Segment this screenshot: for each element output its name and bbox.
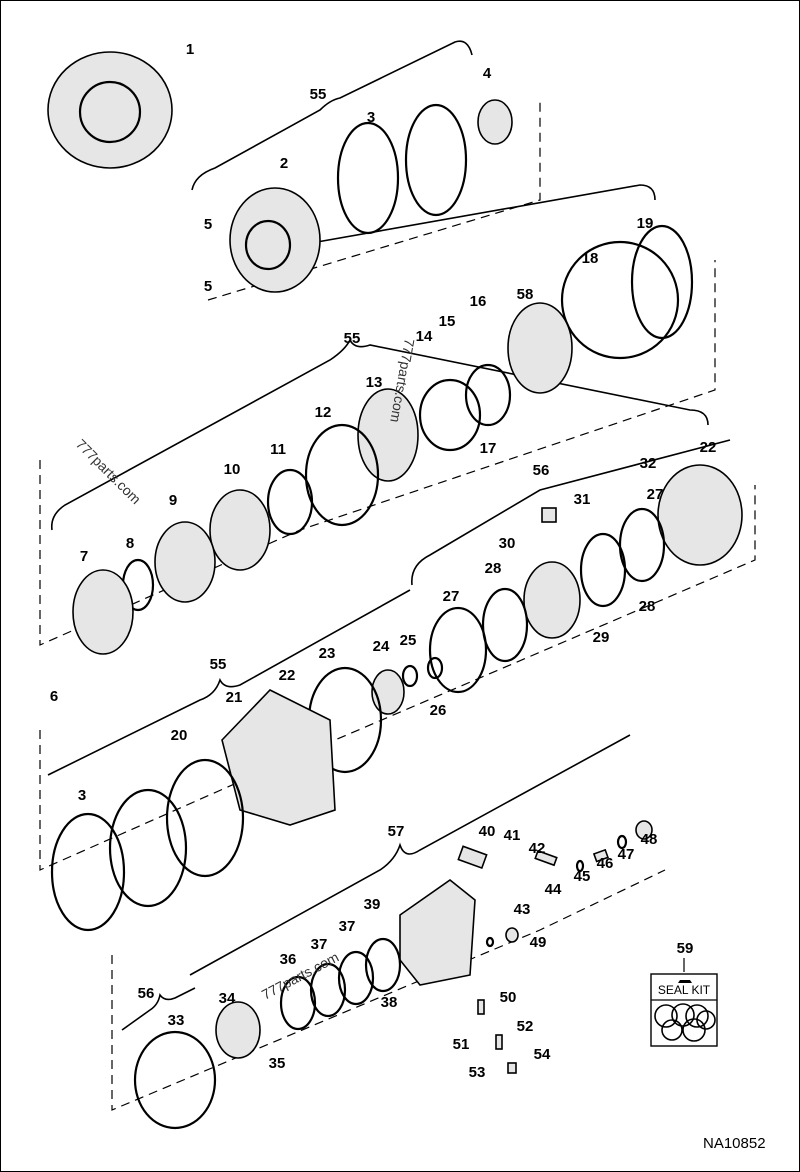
callout-13: 13	[366, 374, 383, 391]
callout-18: 18	[582, 250, 599, 267]
callout-22: 22	[700, 439, 717, 456]
drawing-number: NA10852	[703, 1135, 766, 1152]
callout-30: 30	[499, 535, 516, 552]
callout-27: 27	[647, 486, 664, 503]
callout-10: 10	[224, 461, 241, 478]
callout-17: 17	[480, 440, 497, 457]
parts-drawing	[39, 40, 756, 1130]
callout-12: 12	[315, 404, 332, 421]
callout-37: 37	[339, 918, 356, 935]
callout-45: 45	[574, 868, 591, 885]
callout-27: 27	[443, 588, 460, 605]
callout-40: 40	[479, 823, 496, 840]
callout-5: 5	[204, 278, 212, 295]
callout-50: 50	[500, 989, 517, 1006]
callout-2: 2	[280, 155, 288, 172]
callout-26: 26	[430, 702, 447, 719]
callout-6: 6	[50, 688, 58, 705]
callout-9: 9	[169, 492, 177, 509]
callout-19: 19	[637, 215, 654, 232]
callout-46: 46	[597, 855, 614, 872]
callout-14: 14	[416, 328, 433, 345]
callout-23: 23	[319, 645, 336, 662]
callout-25: 25	[400, 632, 417, 649]
callout-11: 11	[270, 441, 286, 458]
callout-32: 32	[640, 455, 657, 472]
callout-33: 33	[168, 1012, 185, 1029]
callout-49: 49	[530, 934, 547, 951]
callout-52: 52	[517, 1018, 534, 1035]
callout-59: 59	[677, 940, 694, 957]
callout-31: 31	[574, 491, 591, 508]
callout-39: 39	[364, 896, 381, 913]
callout-16: 16	[470, 293, 487, 310]
callout-15: 15	[439, 313, 456, 330]
callout-47: 47	[618, 846, 635, 863]
watermark: 777parts.com	[259, 949, 341, 1003]
callout-42: 42	[529, 840, 546, 857]
callout-57: 57	[388, 823, 405, 840]
callout-43: 43	[514, 901, 531, 918]
callout-54: 54	[534, 1046, 551, 1063]
callout-labels: 1554325519185816151413551211101798762232…	[50, 41, 717, 1081]
callout-56: 56	[533, 462, 550, 479]
callout-24: 24	[373, 638, 390, 655]
callout-3: 3	[367, 109, 375, 126]
callout-36: 36	[280, 951, 297, 968]
seal-kit-label: SEAL KIT	[658, 983, 711, 997]
callout-28: 28	[639, 598, 656, 615]
callout-5: 5	[204, 216, 212, 233]
callout-35: 35	[269, 1055, 286, 1072]
callout-1: 1	[186, 41, 194, 58]
callout-56: 56	[138, 985, 155, 1002]
callout-55: 55	[210, 656, 227, 673]
callout-51: 51	[453, 1036, 470, 1053]
callout-55: 55	[310, 86, 327, 103]
callout-28: 28	[485, 560, 502, 577]
callout-20: 20	[171, 727, 188, 744]
watermark: 777parts.com	[73, 436, 144, 507]
callout-37: 37	[311, 936, 328, 953]
callout-4: 4	[483, 65, 492, 82]
callout-58: 58	[517, 286, 534, 303]
callout-38: 38	[381, 994, 398, 1011]
callout-34: 34	[219, 990, 236, 1007]
callout-41: 41	[504, 827, 521, 844]
callout-8: 8	[126, 535, 134, 552]
callout-21: 21	[226, 689, 243, 706]
callout-53: 53	[469, 1064, 486, 1081]
callout-29: 29	[593, 629, 610, 646]
callout-48: 48	[641, 831, 658, 848]
callout-55: 55	[344, 330, 361, 347]
callout-7: 7	[80, 548, 88, 565]
callout-3: 3	[78, 787, 86, 804]
callout-22: 22	[279, 667, 296, 684]
callout-44: 44	[545, 881, 562, 898]
